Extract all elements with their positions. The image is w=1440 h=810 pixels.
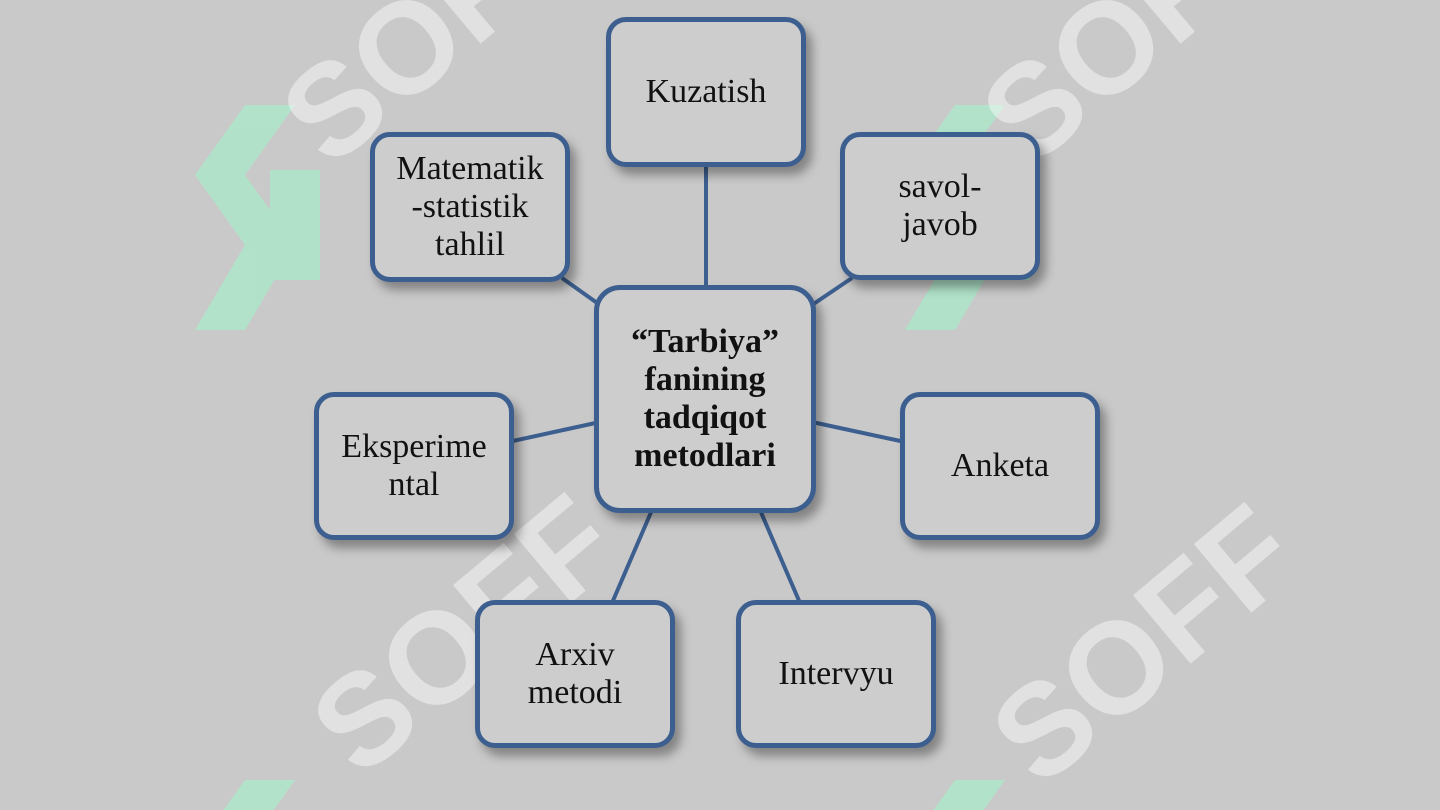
- connector-eksperimental: [507, 420, 601, 444]
- node-eksperimental: Eksperime ntal: [314, 392, 514, 540]
- node-savol-javob: savol- javob: [840, 132, 1040, 280]
- connector-savol-javob: [810, 276, 854, 307]
- node-kuzatish: Kuzatish: [606, 17, 806, 167]
- connector-arxiv-metodi: [610, 509, 654, 604]
- node-arxiv-metodi: Arxiv metodi: [475, 600, 675, 748]
- connector-intervyu: [758, 509, 802, 604]
- node-intervyu: Intervyu: [736, 600, 936, 748]
- node-matematik-statistik-tahlil: Matematik -statistik tahlil: [370, 132, 570, 282]
- connector-anketa: [811, 420, 906, 444]
- center-node: “Tarbiya” fanining tadqiqot metodlari: [594, 285, 816, 513]
- node-anketa: Anketa: [900, 392, 1100, 540]
- connector-matematik: [560, 276, 602, 307]
